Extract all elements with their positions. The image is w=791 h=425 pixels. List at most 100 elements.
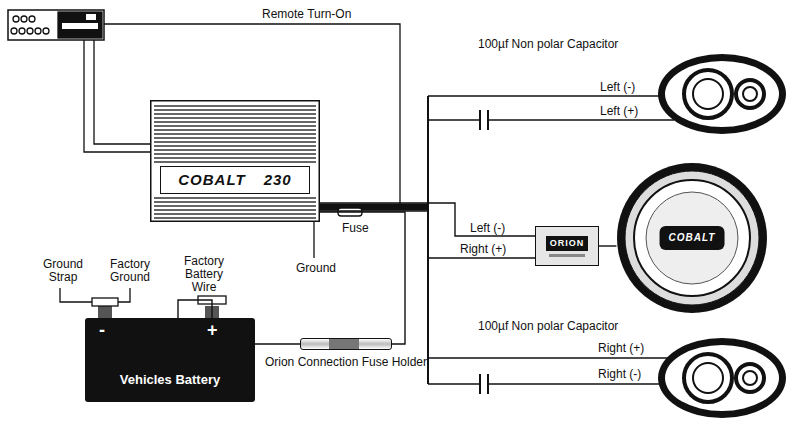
wire bbox=[60, 288, 92, 302]
head-unit bbox=[35, 28, 41, 34]
fuse-holder: Orion Connection Fuse Holder bbox=[252, 338, 440, 372]
amplifier-body bbox=[154, 161, 316, 162]
speaker bbox=[665, 345, 779, 411]
wire-label: Left (-) bbox=[468, 222, 507, 235]
head-unit bbox=[8, 10, 104, 40]
battery-label: Vehicles Battery bbox=[85, 372, 255, 387]
amplifier-body bbox=[151, 101, 320, 222]
capacitor-symbol bbox=[480, 374, 488, 394]
head-unit bbox=[27, 28, 33, 34]
wire bbox=[94, 40, 150, 144]
wire bbox=[313, 222, 314, 258]
amplifier-body bbox=[154, 113, 316, 114]
head-unit bbox=[62, 23, 98, 29]
subwoofer-body bbox=[625, 171, 759, 305]
head-unit bbox=[21, 16, 27, 22]
speaker bbox=[665, 61, 779, 127]
wire-connector bbox=[320, 211, 535, 258]
wire-label: Left (-) bbox=[600, 81, 635, 94]
speaker-wire bbox=[428, 383, 480, 384]
wire-label: Right (+) bbox=[598, 342, 644, 355]
wire bbox=[84, 40, 150, 152]
wire-label: Factory Battery Wire bbox=[176, 255, 232, 294]
crossover-strip bbox=[549, 254, 585, 257]
speaker-wire bbox=[488, 383, 660, 384]
subwoofer: COBALT bbox=[616, 162, 768, 314]
wire-connector bbox=[320, 212, 405, 344]
part-label: Orion Connection Fuse Holder bbox=[252, 356, 440, 369]
terminal-sign: - bbox=[99, 320, 105, 340]
subwoofer-body bbox=[617, 163, 767, 313]
brand-logo: 230 bbox=[264, 171, 292, 189]
battery: - + Vehicles Battery bbox=[85, 318, 255, 402]
speaker bbox=[736, 364, 764, 392]
amplifier-body bbox=[154, 121, 316, 122]
brand-logo: ORION bbox=[546, 236, 589, 251]
amplifier-body bbox=[154, 209, 316, 210]
speaker bbox=[736, 80, 764, 108]
wire-label: 100µf Non polar Capacitor bbox=[478, 38, 618, 51]
speaker bbox=[693, 79, 723, 109]
head-unit bbox=[58, 12, 102, 38]
wire bbox=[60, 24, 400, 302]
head-unit bbox=[29, 16, 35, 22]
speaker-wire bbox=[488, 119, 674, 120]
amplifier-body bbox=[154, 133, 316, 134]
head-unit bbox=[11, 28, 17, 34]
speaker bbox=[658, 54, 786, 134]
amplifier-body bbox=[150, 100, 320, 222]
crossover: ORION bbox=[535, 226, 599, 266]
wire bbox=[104, 24, 400, 204]
speaker bbox=[658, 54, 786, 134]
speaker bbox=[743, 87, 757, 101]
head-unit bbox=[8, 10, 104, 40]
amplifier: COBALT 230 bbox=[150, 100, 320, 222]
amplifier-body bbox=[154, 149, 316, 150]
wire-label: Left (+) bbox=[600, 105, 638, 118]
subwoofer-body bbox=[646, 192, 738, 284]
amplifier-body bbox=[154, 157, 316, 158]
speaker bbox=[693, 363, 723, 393]
speaker bbox=[658, 338, 786, 418]
terminal-sign: + bbox=[207, 320, 218, 340]
wire-label: Factory Ground bbox=[104, 258, 156, 284]
wire-harness bbox=[320, 204, 428, 211]
speaker-wire bbox=[428, 357, 668, 358]
amplifier-body bbox=[154, 141, 316, 142]
speaker-wire bbox=[428, 95, 660, 96]
amplifier-body bbox=[154, 145, 316, 146]
brand-logo: COBALT bbox=[660, 226, 725, 250]
amplifier-body bbox=[154, 197, 316, 198]
amplifier-body bbox=[154, 205, 316, 206]
amplifier-body bbox=[154, 137, 316, 138]
battery-terminal bbox=[92, 298, 118, 306]
speaker bbox=[684, 70, 732, 118]
fuse-holder-body bbox=[300, 338, 392, 350]
speaker-wire bbox=[428, 119, 480, 120]
wire-label: Remote Turn-On bbox=[262, 8, 351, 21]
amplifier-body bbox=[154, 109, 316, 110]
wire-label: Ground bbox=[296, 262, 336, 275]
head-unit bbox=[13, 16, 19, 22]
head-unit bbox=[86, 14, 96, 20]
fuse-holder-band bbox=[329, 339, 359, 349]
amplifier-body bbox=[154, 217, 316, 218]
amplifier-body bbox=[154, 105, 316, 106]
wire-connector bbox=[599, 245, 616, 246]
battery-terminal bbox=[98, 306, 112, 318]
wire-label: Ground Strap bbox=[38, 258, 88, 284]
amplifier-body bbox=[154, 117, 316, 118]
speaker bbox=[684, 354, 732, 402]
amplifier-body bbox=[154, 201, 316, 202]
amplifier-body bbox=[154, 153, 316, 154]
speaker bbox=[658, 338, 786, 418]
amplifier-body bbox=[154, 213, 316, 214]
wire-label: Right (+) bbox=[458, 243, 508, 256]
subwoofer-body bbox=[634, 180, 750, 296]
speaker bbox=[743, 371, 757, 385]
wire bbox=[118, 288, 130, 302]
wire-label: Fuse bbox=[342, 222, 369, 235]
wire-label: Right (-) bbox=[598, 368, 641, 381]
brand-logo: COBALT bbox=[178, 171, 245, 189]
